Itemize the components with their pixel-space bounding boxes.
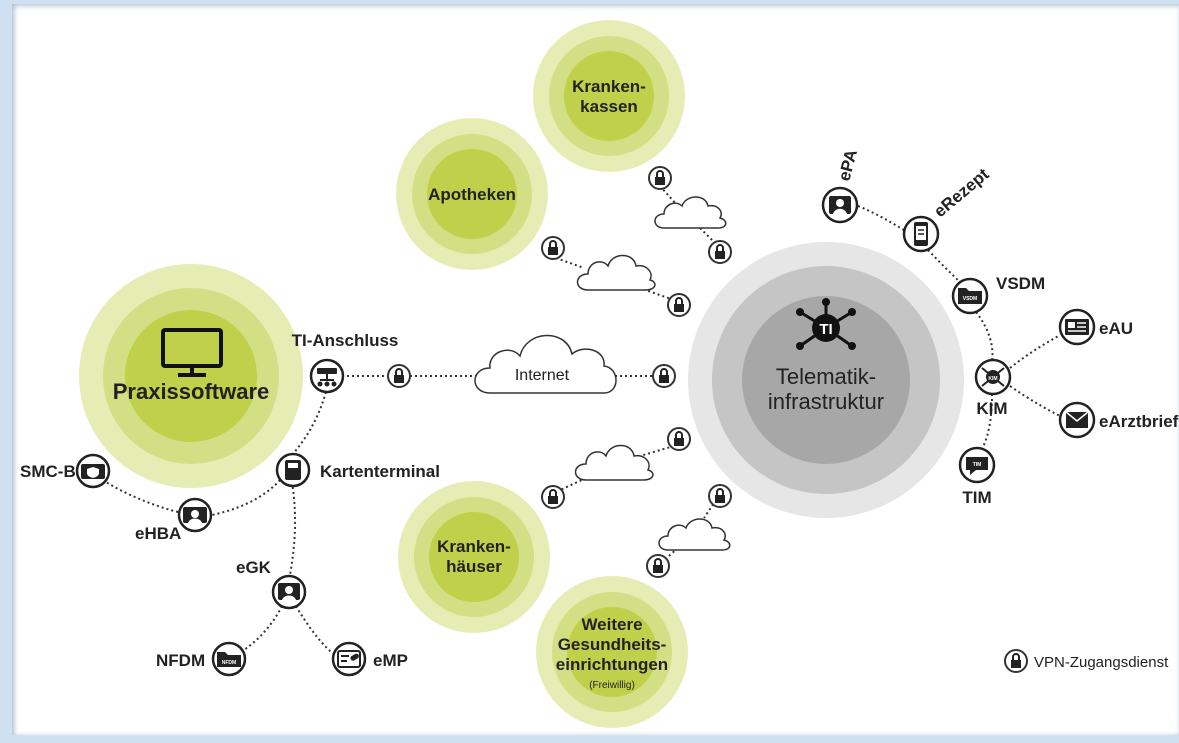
- internet-cloud-icon: Internet: [474, 334, 617, 394]
- erezept-label: eRezept: [930, 164, 992, 221]
- envelope-icon: [1065, 411, 1089, 428]
- eau-label: eAU: [1099, 319, 1133, 338]
- kim-hub-icon: KIM: [981, 367, 1005, 387]
- lock-icon: [387, 364, 411, 388]
- ti-anschluss-node: TI-Anschluss: [292, 331, 399, 394]
- chat-bubble-icon: TIM: [966, 457, 988, 475]
- nfdm-folder-icon: NFDM: [217, 652, 241, 667]
- vsdm-node: VSDM VSDM: [951, 274, 1045, 315]
- weitere-label-line3: einrichtungen: [556, 655, 668, 674]
- internet-label: Internet: [515, 367, 570, 384]
- lock-icon: [708, 240, 732, 264]
- nfdm-label: NFDM: [156, 651, 205, 670]
- eau-node: eAU: [1058, 308, 1133, 346]
- epa-node: ePA: [821, 147, 862, 224]
- health-professional-card-icon: [183, 507, 207, 523]
- cloud-icon: [654, 196, 727, 229]
- certificate-icon: [1065, 319, 1089, 335]
- health-card-icon: [278, 583, 300, 600]
- lock-icon: [667, 427, 691, 451]
- nfdm-node: NFDM NFDM: [156, 641, 247, 677]
- lock-icon: [667, 293, 691, 317]
- kim-badge: KIM: [988, 376, 997, 382]
- krankenhaeuser-label-line2: häuser: [446, 557, 502, 576]
- medication-plan-icon: [337, 650, 361, 668]
- ti-anschluss-label: TI-Anschluss: [292, 331, 399, 350]
- krankenkassen-label-line2: kassen: [580, 97, 638, 116]
- tim-label: TIM: [962, 488, 991, 507]
- apotheken-node: Apotheken: [396, 118, 548, 270]
- krankenhaeuser-label-line1: Kranken-: [437, 537, 511, 556]
- card-terminal-icon: [285, 460, 301, 480]
- tim-node: TIM TIM: [958, 446, 996, 507]
- lock-icon: [708, 484, 732, 508]
- legend-vpn: VPN-Zugangsdienst: [1004, 649, 1169, 673]
- vsdm-folder-icon: VSDM: [958, 288, 982, 304]
- krankenkassen-label-line1: Kranken-: [572, 77, 646, 96]
- ehba-node: eHBA: [135, 497, 213, 543]
- kim-label: KIM: [976, 399, 1007, 418]
- kartenterminal-node: Kartenterminal: [275, 452, 440, 488]
- telematik-label-line1: Telematik-: [776, 364, 876, 389]
- patient-record-icon: [829, 196, 851, 214]
- emp-node: eMP: [331, 641, 408, 677]
- egk-node: eGK: [236, 558, 307, 610]
- connector-icon: [317, 368, 337, 387]
- kartenterminal-label: Kartenterminal: [320, 462, 440, 481]
- earztbrief-label: eArztbrief: [1099, 412, 1179, 431]
- lock-icon: [652, 364, 676, 388]
- weitere-note: (Freiwillig): [589, 680, 635, 691]
- monitor-icon: [161, 328, 223, 377]
- smc-card-icon: [81, 464, 105, 479]
- lock-icon: [1004, 649, 1028, 673]
- vsdm-label: VSDM: [996, 274, 1045, 293]
- krankenhaeuser-node: Kranken- häuser: [398, 481, 550, 633]
- lock-icon: [646, 554, 670, 578]
- cloud-icon: [576, 254, 656, 291]
- praxissoftware-label: Praxissoftware: [113, 379, 270, 404]
- cloud-icon: [574, 444, 654, 481]
- krankenkassen-node: Kranken- kassen: [533, 20, 685, 172]
- lock-icon: [541, 236, 565, 260]
- ti-network-icon: TI: [796, 298, 856, 350]
- nfdm-badge: NFDM: [222, 660, 236, 666]
- weitere-label-line1: Weitere: [581, 615, 642, 634]
- kim-node: KIM KIM: [974, 358, 1012, 418]
- erezept-node: eRezept: [902, 164, 993, 253]
- weitere-node: Weitere Gesundheits- einrichtungen (Frei…: [536, 576, 688, 728]
- ti-logo-text: TI: [819, 321, 832, 338]
- vsdm-badge: VSDM: [963, 296, 977, 302]
- lock-icons: [387, 166, 732, 578]
- telematik-label-line2: infrastruktur: [768, 389, 884, 414]
- prescription-phone-icon: [914, 222, 928, 246]
- apotheken-label: Apotheken: [428, 185, 516, 204]
- praxissoftware-node: Praxissoftware: [79, 264, 303, 488]
- emp-label: eMP: [373, 651, 408, 670]
- cloud-icon: [658, 518, 731, 551]
- lock-icon: [648, 166, 672, 190]
- egk-label: eGK: [236, 558, 272, 577]
- lock-icon: [541, 485, 565, 509]
- telematik-node: TI Telematik- infrastruktur: [688, 242, 964, 518]
- epa-label: ePA: [835, 147, 862, 183]
- earztbrief-node: eArztbrief: [1058, 401, 1179, 439]
- weitere-label-line2: Gesundheits-: [558, 635, 667, 654]
- smcb-node: SMC-B: [20, 453, 111, 489]
- ehba-label: eHBA: [135, 524, 181, 543]
- tim-badge: TIM: [973, 462, 982, 468]
- smcb-label: SMC-B: [20, 462, 76, 481]
- legend-vpn-label: VPN-Zugangsdienst: [1034, 654, 1169, 671]
